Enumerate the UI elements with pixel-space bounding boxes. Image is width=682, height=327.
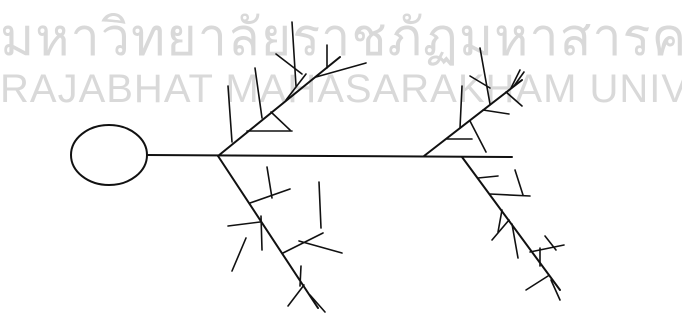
watermark-thai-university-name: มหาวิทยาลัยราชภัฏมหาสารคาม [0,8,682,68]
lower-left-branch [217,155,343,313]
fish-head-ellipse [70,124,148,186]
lower-right-branch [461,156,565,301]
upper-right-branch [423,47,525,157]
main-spine [146,154,513,158]
upper-left-branch [217,21,367,157]
watermark-english-university-name: RAJABHAT MAHASARAKHAM UNIVERSITY [0,67,682,111]
